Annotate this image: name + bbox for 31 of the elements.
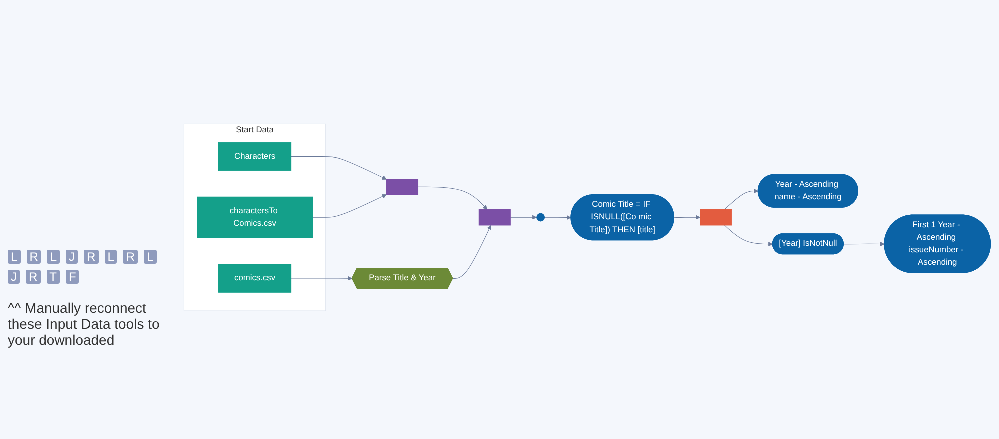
arrow	[291, 276, 353, 281]
port-label: R	[84, 250, 99, 264]
arrow	[674, 215, 701, 220]
port-label: R	[26, 270, 41, 284]
node-box	[700, 209, 732, 226]
node-box	[478, 209, 511, 226]
node-box: charactersTo Comics.csv	[197, 196, 314, 238]
port-label: L	[8, 250, 21, 264]
arrow	[724, 188, 759, 210]
arrow	[312, 194, 387, 218]
port-label: R	[26, 250, 42, 264]
port-label: R	[123, 250, 138, 264]
port-label: L	[144, 250, 157, 264]
note-text: ^^ Manually reconnect these Input Data tools to your downloaded	[8, 300, 161, 348]
port-label: J	[66, 250, 78, 264]
port-label: L	[47, 250, 60, 264]
arrow	[291, 156, 387, 180]
node-box: Characters	[218, 142, 292, 172]
port-label: T	[46, 270, 60, 284]
node-box	[386, 178, 419, 196]
arrow	[418, 186, 488, 210]
arrow	[510, 215, 538, 220]
arrow	[844, 242, 885, 246]
node-circle	[536, 213, 545, 222]
arrow	[724, 225, 774, 247]
arrow	[452, 225, 492, 279]
node-box: comics.csv	[218, 264, 292, 293]
port-label: F	[66, 270, 80, 284]
port-label: L	[104, 250, 118, 264]
port-label: J	[8, 270, 20, 284]
arrow	[544, 215, 572, 220]
